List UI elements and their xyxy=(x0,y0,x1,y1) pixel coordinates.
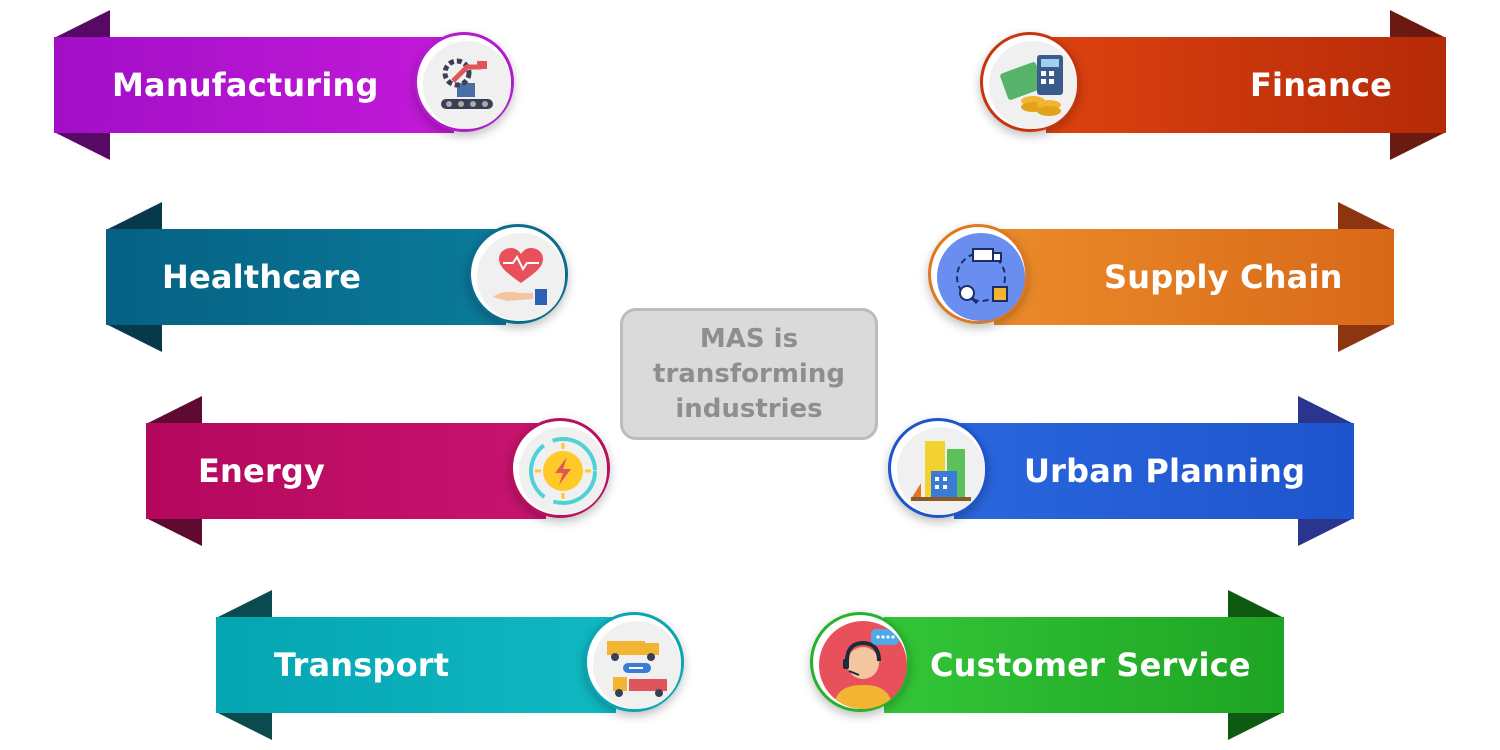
ribbon-shape xyxy=(994,202,1394,352)
headset-agent-icon xyxy=(819,621,907,709)
badge-urban-planning xyxy=(888,418,988,518)
ribbon-manufacturing: Manufacturing xyxy=(54,10,524,160)
ribbon-shape xyxy=(106,202,506,352)
ribbon-energy: Energy xyxy=(146,396,616,546)
supply-cycle-icon xyxy=(937,233,1025,321)
industry-label: Transport xyxy=(274,646,450,684)
industry-label: Energy xyxy=(198,452,326,490)
ribbon-urban-planning: Urban Planning xyxy=(884,396,1354,546)
center-title: MAS is transforming industries xyxy=(653,323,845,424)
industry-label: Customer Service xyxy=(930,646,1251,684)
badge-manufacturing xyxy=(414,32,514,132)
ribbon-finance: Finance xyxy=(976,10,1446,160)
ribbon-shape xyxy=(54,10,454,160)
ribbon-shape xyxy=(954,396,1354,546)
industry-label: Healthcare xyxy=(162,258,362,296)
ribbon-healthcare: Healthcare xyxy=(106,202,576,352)
badge-customer-service xyxy=(810,612,910,712)
industry-label: Urban Planning xyxy=(1024,452,1306,490)
badge-energy xyxy=(510,418,610,518)
badge-healthcare xyxy=(468,224,568,324)
ribbon-shape xyxy=(884,590,1284,740)
lightning-bolt-icon xyxy=(519,427,607,515)
badge-finance xyxy=(980,32,1080,132)
ribbon-shape xyxy=(1046,10,1446,160)
city-buildings-icon xyxy=(897,427,985,515)
trucks-icon xyxy=(593,621,681,709)
industry-label: Finance xyxy=(1250,66,1393,104)
industry-label: Supply Chain xyxy=(1104,258,1343,296)
ribbon-transport: Transport xyxy=(216,590,686,740)
ribbon-customer-service: Customer Service xyxy=(814,590,1284,740)
badge-supply-chain xyxy=(928,224,1028,324)
center-title-box: MAS is transforming industries xyxy=(620,308,878,440)
factory-robot-arm-icon xyxy=(423,41,511,129)
money-calculator-icon xyxy=(989,41,1077,129)
ribbon-shape xyxy=(146,396,546,546)
industry-label: Manufacturing xyxy=(112,66,379,104)
badge-transport xyxy=(584,612,684,712)
ribbon-supply-chain: Supply Chain xyxy=(924,202,1394,352)
ribbon-shape xyxy=(216,590,616,740)
heart-in-hand-icon xyxy=(477,233,565,321)
